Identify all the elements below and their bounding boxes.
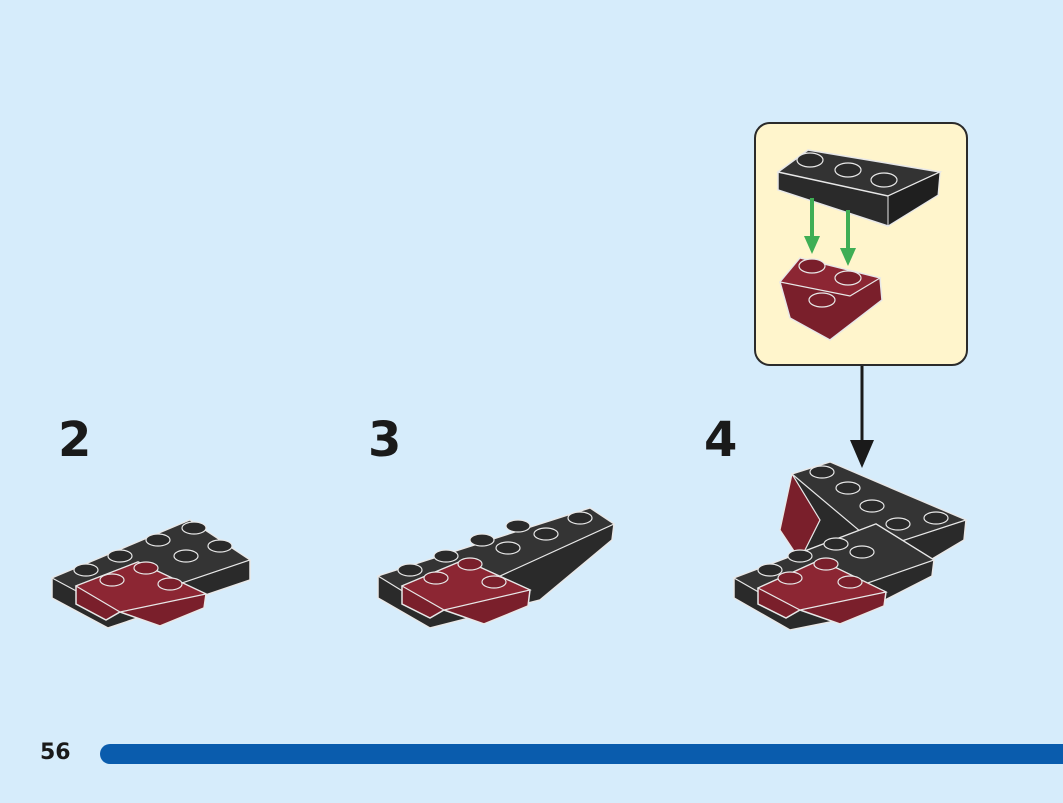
page-number: 56	[40, 740, 71, 765]
step-number-2: 2	[58, 412, 92, 468]
step-number-3: 3	[368, 412, 402, 468]
green-arrow-icon	[804, 198, 856, 266]
page-progress-bar	[100, 744, 1063, 764]
step-number-4: 4	[704, 412, 738, 468]
